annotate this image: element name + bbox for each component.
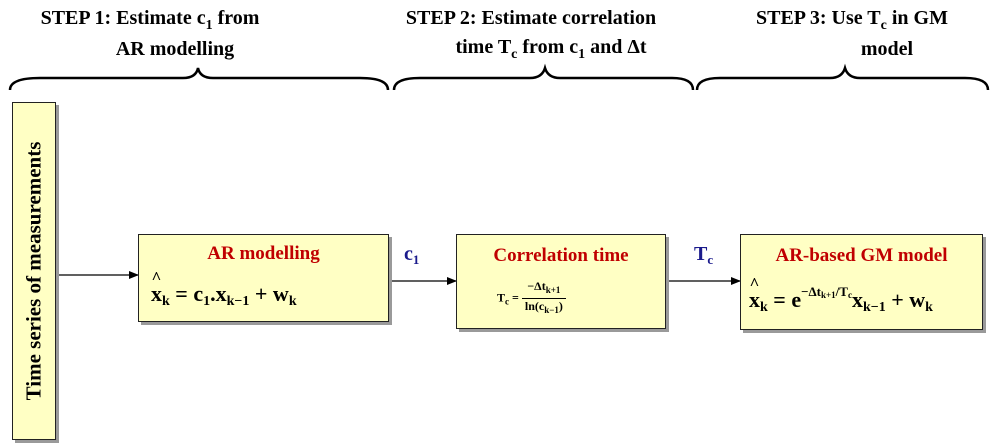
gm-model-box: AR-based GM model xk = e−Δtk+1/Tcxk−1 + … xyxy=(740,234,983,330)
signal-c1: c1 xyxy=(404,243,420,267)
time-series-label: Time series of measurements xyxy=(21,141,46,401)
brace-step2 xyxy=(392,63,695,91)
brace-step1 xyxy=(8,67,390,91)
ar-modelling-box: AR modelling xk = c1.xk−1 + wk xyxy=(138,234,389,322)
ar-modelling-title: AR modelling xyxy=(207,243,320,264)
step3-header: STEP 3: Use Tc in GM model xyxy=(755,7,948,60)
gm-model-title: AR-based GM model xyxy=(775,245,948,266)
correlation-time-title: Correlation time xyxy=(493,245,629,266)
time-series-box: Time series of measurements xyxy=(12,102,56,440)
ar-equation: xk = c1.xk−1 + wk xyxy=(151,268,297,310)
step1-header: STEP 1: Estimate c1 from AR modelling xyxy=(40,7,260,60)
step2-header: STEP 2: Estimate correlation time Tc fro… xyxy=(405,7,657,62)
signal-tc: Tc xyxy=(694,243,714,267)
brace-step3 xyxy=(695,63,990,91)
gm-equation: xk = e−Δtk+1/Tcxk−1 + wk xyxy=(749,274,933,316)
